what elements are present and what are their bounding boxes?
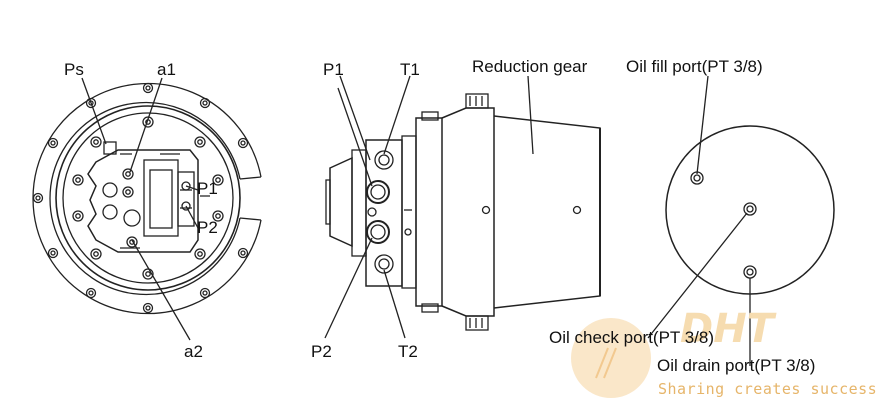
label-reduction-gear: Reduction gear	[472, 57, 588, 76]
label-a2: a2	[184, 342, 203, 361]
side-valve-cover	[329, 156, 353, 248]
label-t1-side: T1	[400, 60, 420, 79]
label-oil-fill-port: Oil fill port(PT 3/8)	[626, 57, 763, 76]
front-body-ring	[55, 105, 241, 291]
label-p2-side: P2	[311, 342, 332, 361]
label-a1: a1	[157, 60, 176, 79]
watermark-logo-text: DHT	[680, 306, 777, 352]
label-oil-check-port: Oil check port(PT 3/8)	[549, 328, 714, 347]
front-bolt-holes	[32, 82, 249, 314]
label-ps: Ps	[64, 60, 84, 79]
labels: Ps a1 a2 P1 P2 P1 T1 P2 T2 Reduction gea…	[64, 57, 815, 375]
side-reduction-drum	[441, 107, 495, 317]
oil-check-port-marker	[743, 202, 757, 216]
label-t2-side: T2	[398, 342, 418, 361]
label-p1-front: P1	[197, 179, 218, 198]
label-p1-side: P1	[323, 60, 344, 79]
oil-drain-port-marker	[743, 265, 757, 279]
front-valve-block	[87, 149, 199, 253]
side-view	[324, 75, 601, 339]
front-inner-bolts	[72, 116, 224, 280]
end-view	[647, 75, 835, 366]
watermark: DHT Sharing creates success	[571, 306, 877, 398]
watermark-slogan: Sharing creates success	[658, 380, 877, 398]
front-view	[32, 77, 262, 341]
label-oil-drain-port: Oil drain port(PT 3/8)	[657, 356, 815, 375]
label-p2-front: P2	[197, 218, 218, 237]
